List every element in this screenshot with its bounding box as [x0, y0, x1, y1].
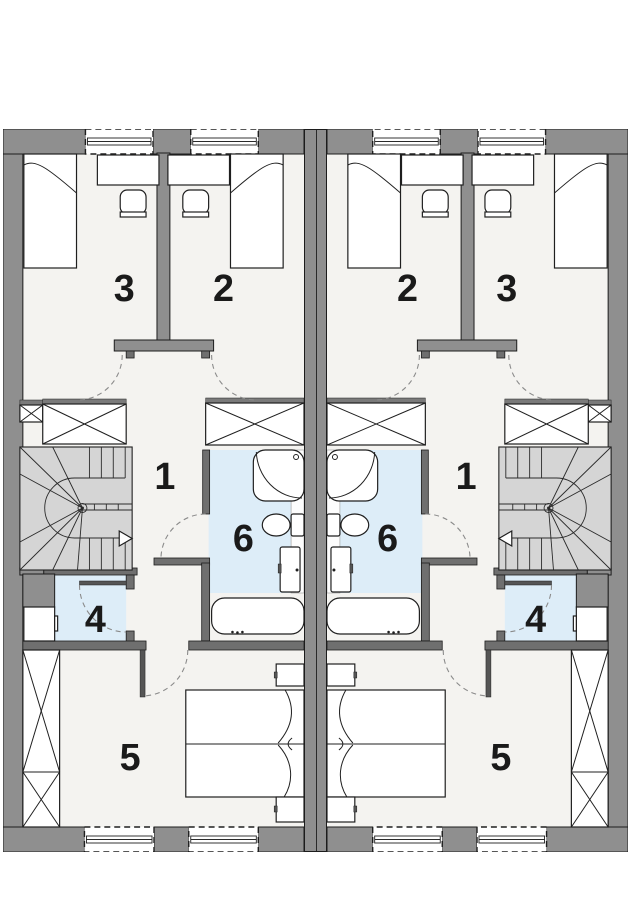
room-labels: 3 2 1 6 4 5 [85, 268, 254, 779]
room-label-4: 4 [525, 599, 546, 641]
room-label-2: 2 [213, 268, 234, 310]
unit-right: 3 2 1 6 4 5 [327, 129, 628, 852]
room-labels: 3 2 1 6 4 5 [377, 268, 546, 779]
unit-geometry-instance-mirrored [327, 129, 628, 852]
room-label-5: 5 [490, 737, 511, 779]
room-label-3: 3 [114, 268, 135, 310]
room-label-3: 3 [496, 268, 517, 310]
unit-left: 3 2 1 6 4 5 [3, 129, 304, 852]
room-label-1: 1 [456, 456, 477, 498]
room-label-6: 6 [377, 518, 398, 560]
room-label-5: 5 [120, 737, 141, 779]
room-label-6: 6 [233, 518, 254, 560]
party-wall-seam [316, 130, 317, 851]
party-wall [304, 129, 327, 852]
room-label-4: 4 [85, 599, 106, 641]
room-label-2: 2 [397, 268, 418, 310]
room-label-1: 1 [154, 456, 175, 498]
building-footprint: 3 2 1 6 4 5 3 2 1 6 4 5 [3, 129, 628, 852]
